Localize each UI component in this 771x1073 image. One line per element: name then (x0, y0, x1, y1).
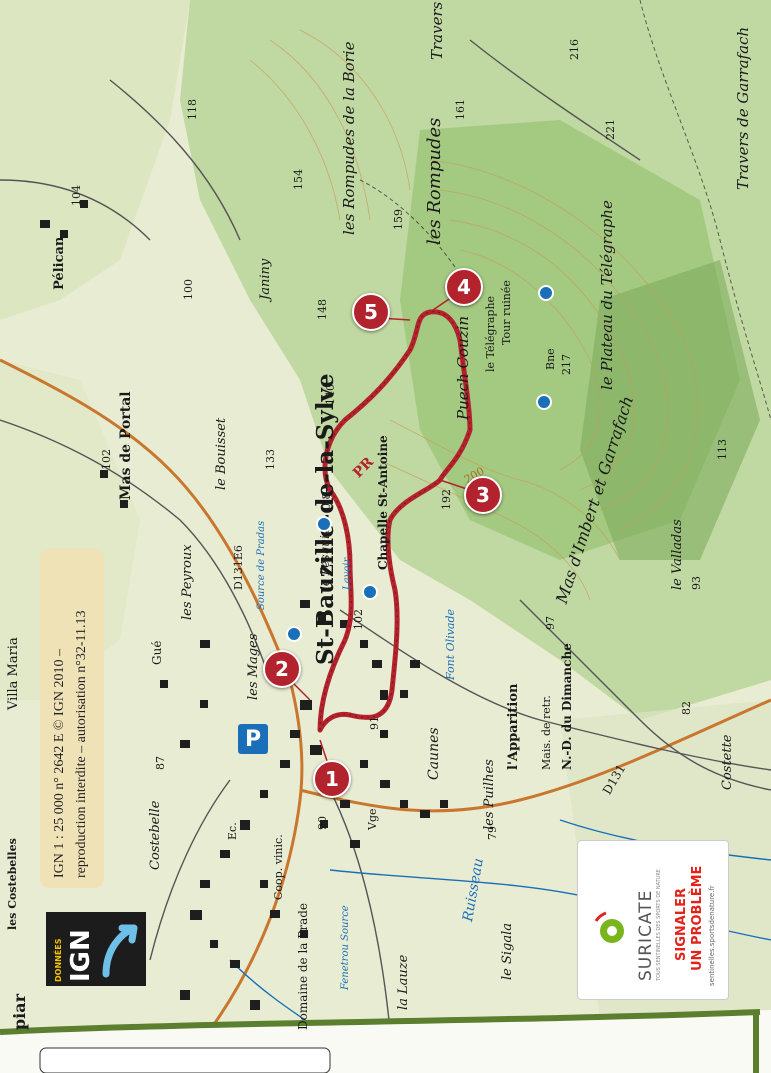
copyright-box: IGN 1 : 25 000 n° 2642 E © IGN 2010 – re… (40, 548, 104, 888)
elevation-label: 148 (316, 299, 329, 320)
label-gue: Gué (150, 640, 164, 665)
label-les-mages: les Mages (246, 633, 261, 700)
suricate-report-box[interactable]: SURICATE TOUS SENTINELLES DES SPORTS DE … (577, 840, 729, 1000)
elevation-label: 118 (186, 99, 199, 120)
elevation-label: 100 (182, 279, 195, 300)
suricate-signaler: SIGNALER (674, 888, 689, 961)
elevation-label: 102 (352, 609, 365, 630)
label-pelican: Pélican (52, 236, 67, 290)
label-tour-ruinee: Tour ruinée (500, 280, 513, 345)
elevation-label: 154 (292, 169, 305, 190)
label-les-puilhes: les Puilhes (482, 759, 497, 830)
spring-icon (286, 626, 302, 642)
label-costette: Costette (720, 734, 735, 790)
elevation-label: 79 (486, 826, 499, 840)
viewpoint-icon (536, 394, 552, 410)
label-travers: Travers (428, 1, 446, 60)
label-le-sigala: le Sigala (500, 922, 515, 980)
label-plateau-telegraphe: le Plateau du Télégraphe (598, 200, 616, 390)
elevation-label: 104 (70, 185, 83, 206)
label-lavoir: Lavoir (342, 557, 353, 590)
suricate-logo-icon (594, 911, 624, 943)
label-la-lauze: la Lauze (396, 954, 411, 1010)
label-le-bouisset: le Bouisset (214, 417, 229, 490)
parking-icon: P (238, 724, 268, 754)
label-fenetrou: Fenetrou Source (340, 905, 351, 990)
label-ec: Ec. (226, 822, 239, 840)
waypoint-1-marker[interactable]: 1 (313, 760, 351, 798)
label-travers-garrafach: Travers de Garrafach (734, 26, 752, 190)
elevation-label: 97 (544, 616, 557, 630)
suricate-probleme: UN PROBLÈME (690, 865, 705, 971)
label-domaine-prade: Domaine de la Prade (296, 902, 310, 1030)
elevation-label: 93 (690, 576, 703, 590)
copyright-line-2: reproduction interdite – autorisation n°… (74, 610, 89, 878)
label-telegraphe: le Télégraphe (484, 295, 497, 372)
label-le-valladas: le Valladas (670, 519, 685, 590)
label-les-rompudes: les Rompudes (424, 117, 445, 245)
label-le-pesquier: le Pesquier (318, 522, 332, 590)
label-source-pradas: Source de Pradas (256, 520, 267, 610)
waypoint-4-marker[interactable]: 4 (445, 268, 483, 306)
label-costebelle: Costebelle (148, 800, 163, 870)
suricate-tagline: TOUS SENTINELLES DES SPORTS DE NATURE (656, 869, 662, 981)
label-road-d131e6: D131E6 (232, 545, 245, 590)
waypoint-5-marker[interactable]: 5 (352, 293, 390, 331)
elevation-label: 82 (680, 701, 693, 715)
label-font-olivade: Font Olivade (444, 608, 457, 680)
elevation-label: 159 (392, 209, 405, 230)
elevation-label: 133 (264, 449, 277, 470)
label-mas-portal: Mas de Portal (118, 391, 134, 500)
viewpoint-icon (538, 285, 554, 301)
ign-logo: DONNÉES IGN (46, 912, 146, 986)
suricate-url[interactable]: sentinelles.sportsdenature.fr (708, 885, 716, 986)
elevation-label: 192 (440, 489, 453, 510)
elevation-label: 140 (324, 384, 337, 405)
label-janiny: Janiny (258, 258, 273, 300)
label-les-costebelles: les Costebelles (6, 838, 19, 930)
label-caunes: Caunes (426, 727, 442, 780)
waypoint-3-marker[interactable]: 3 (464, 476, 502, 514)
elevation-label: 217 (560, 354, 573, 375)
viewpoint-icon (362, 584, 378, 600)
elevation-label: 0.8 (320, 492, 333, 511)
label-rompudes-borie: les Rompudes de la Borie (340, 41, 358, 235)
label-nd-dimanche: N.-D. du Dimanche (560, 643, 574, 770)
label-piar: piar (10, 993, 29, 1030)
label-coop: Coop. vinic. (272, 834, 285, 900)
elevation-label: 91 (368, 716, 381, 730)
ign-arrow-icon (102, 924, 138, 978)
elevation-label: 90 (316, 816, 329, 830)
label-chapelle: Chapelle St-Antoine (376, 435, 390, 570)
label-vge: Vge (366, 808, 379, 831)
label-les-peyroux: les Peyroux (180, 544, 195, 620)
elevation-label: 216 (568, 39, 581, 60)
elevation-label: 161 (454, 99, 467, 120)
label-puech-couzin: Puech Couzin (454, 316, 472, 420)
elevation-label: 102 (100, 449, 113, 470)
label-bne: Bne (544, 348, 557, 370)
waypoint-2-marker[interactable]: 2 (263, 650, 301, 688)
elevation-label: 113 (716, 439, 729, 460)
viewpoint-icon (316, 516, 332, 532)
elevation-label: 87 (154, 756, 167, 770)
label-apparition: l'Apparition (506, 683, 521, 770)
label-mais-retr: Mais. de retr. (540, 695, 553, 770)
label-villa-maria: Villa Maria (6, 637, 21, 710)
elevation-label: 221 (604, 119, 617, 140)
copyright-line-1: IGN 1 : 25 000 n° 2642 E © IGN 2010 – (52, 649, 67, 878)
suricate-name: SURICATE (636, 889, 656, 981)
